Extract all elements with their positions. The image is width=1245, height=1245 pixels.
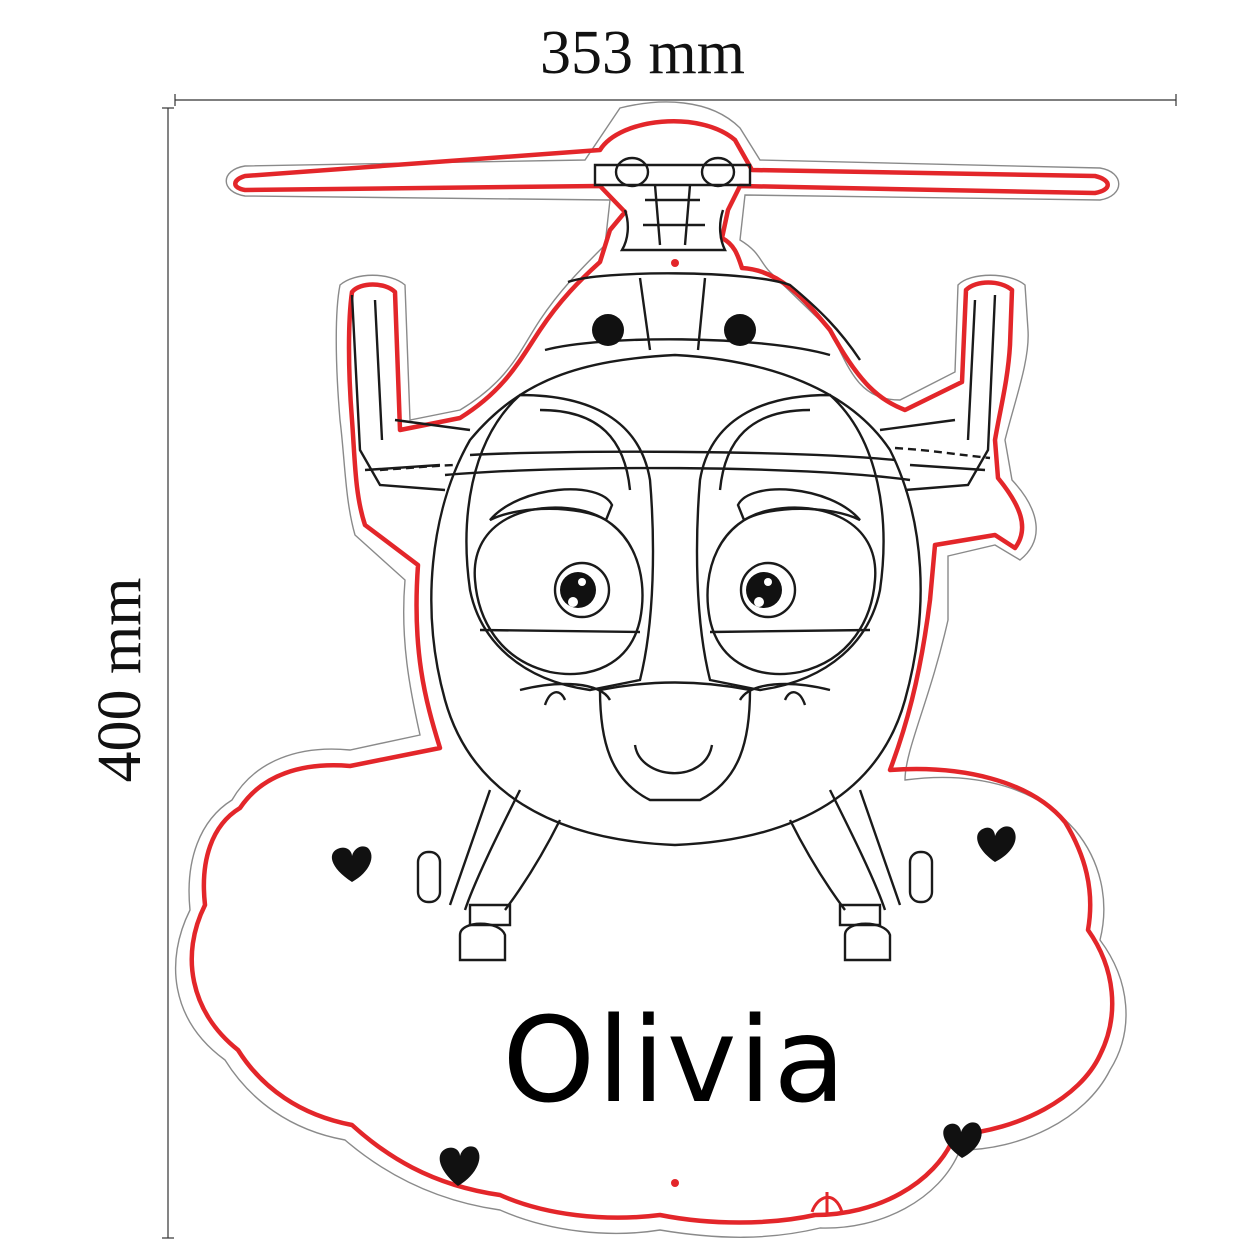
mount-dot-bottom: [671, 1179, 679, 1187]
width-dimension-line: [174, 94, 1177, 106]
dome-dots: [592, 314, 756, 346]
red-outline: [189, 119, 1115, 1225]
hearts: [331, 826, 1016, 1186]
heart-icon: [977, 826, 1016, 862]
width-dimension-label: 353 mm: [540, 19, 745, 87]
helicopter-body-lineart: [350, 272, 997, 962]
mount-dot-top: [671, 259, 679, 267]
height-dimension-label: 400 mm: [86, 577, 154, 783]
rotor-lineart: [593, 156, 752, 252]
name-text: Olivia: [502, 991, 848, 1129]
heart-icon: [943, 1122, 982, 1158]
height-dimension-line: [162, 107, 174, 1239]
heart-icon: [331, 846, 372, 882]
bottom-notch: [810, 1192, 844, 1215]
outer-cut-line: [174, 101, 1127, 1238]
heart-icon: [439, 1146, 480, 1186]
pupil-highlights: [568, 578, 772, 607]
pupils-filled: [560, 572, 782, 608]
